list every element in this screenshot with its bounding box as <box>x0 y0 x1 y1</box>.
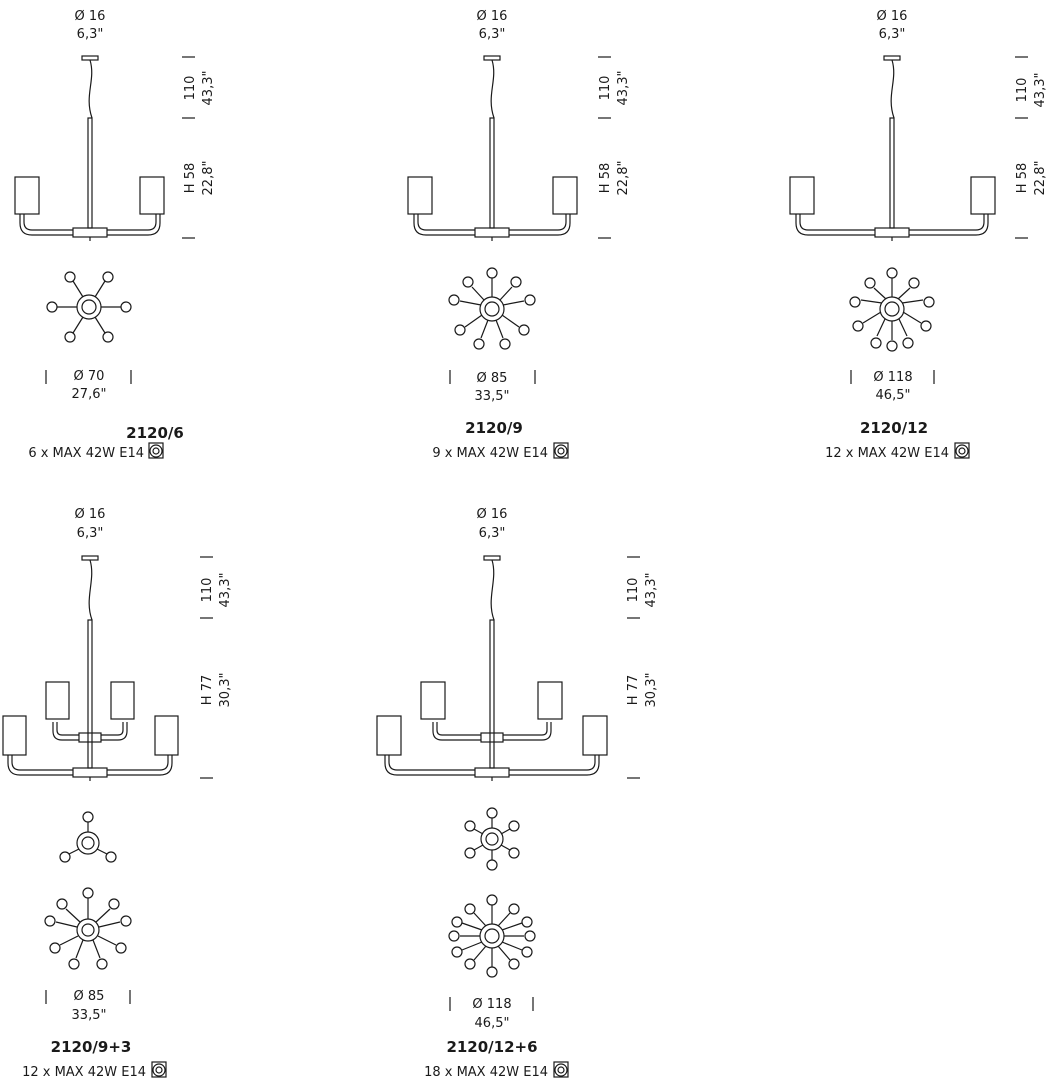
fixture-diameter-metric: Ø 118 <box>472 997 511 1012</box>
elevation-view <box>14 55 165 241</box>
canopy-diameter-imperial: 6,3" <box>77 27 104 42</box>
height-metric: H 77 <box>200 675 215 705</box>
bulb-socket-icon <box>954 442 970 459</box>
cable-length-imperial: 43,3" <box>644 573 659 608</box>
canopy-diameter-metric: Ø 16 <box>877 9 908 24</box>
cable-length-metric: 110 <box>200 578 215 603</box>
bulb-socket-icon <box>553 442 569 459</box>
cable-length-metric: 110 <box>598 76 613 101</box>
fixture-diameter-metric: Ø 85 <box>74 989 105 1004</box>
fixture-diameter-imperial: 33,5" <box>72 1008 107 1023</box>
model-number: 2120/9+3 <box>51 1038 132 1056</box>
variant-2120-9-3 <box>2 555 213 1004</box>
cable-length-metric: 110 <box>183 76 198 101</box>
height-metric: H 77 <box>626 675 641 705</box>
height-metric: H 58 <box>1015 163 1030 193</box>
cable-length-metric: 110 <box>1015 78 1030 103</box>
variant-2120-9 <box>407 55 611 384</box>
height-imperial: 22,8" <box>616 161 631 196</box>
plan-view-bottom-tier <box>448 894 536 978</box>
plan-view <box>46 271 132 343</box>
model-number: 2120/12+6 <box>446 1038 537 1056</box>
canopy-diameter-metric: Ø 16 <box>477 507 508 522</box>
variant-2120-12 <box>789 55 1028 384</box>
fixture-diameter-imperial: 46,5" <box>876 388 911 403</box>
fixture-diameter-metric: Ø 118 <box>873 370 912 385</box>
elevation-view <box>789 55 996 241</box>
fixture-diameter-metric: Ø 85 <box>477 371 508 386</box>
model-number: 2120/6 <box>126 424 184 442</box>
model-number: 2120/9 <box>465 419 523 437</box>
dimension-lines <box>449 556 640 1011</box>
lamp-spec: 18 x MAX 42W E14 <box>424 1065 548 1080</box>
plan-view <box>849 267 935 352</box>
fixture-diameter-metric: Ø 70 <box>74 369 105 384</box>
fixture-diameter-imperial: 33,5" <box>475 389 510 404</box>
dimension-lines <box>45 56 195 384</box>
fixture-diameter-imperial: 46,5" <box>475 1016 510 1031</box>
lamp-spec: 9 x MAX 42W E14 <box>432 446 548 461</box>
height-imperial: 22,8" <box>1033 161 1048 196</box>
elevation-view <box>2 555 179 781</box>
lamp-spec: 6 x MAX 42W E14 <box>28 446 144 461</box>
plan-view <box>448 267 536 350</box>
height-imperial: 30,3" <box>218 673 233 708</box>
model-number: 2120/12 <box>860 419 928 437</box>
cable-length-imperial: 43,3" <box>218 573 233 608</box>
plan-view-bottom-tier <box>44 887 132 970</box>
cable-length-imperial: 43,3" <box>616 71 631 106</box>
dimension-lines <box>850 56 1028 384</box>
canopy-diameter-metric: Ø 16 <box>75 9 106 24</box>
height-imperial: 30,3" <box>644 673 659 708</box>
elevation-view <box>407 55 578 241</box>
bulb-socket-icon <box>553 1061 569 1078</box>
elevation-view <box>376 555 608 781</box>
cable-length-imperial: 43,3" <box>1033 73 1048 108</box>
canopy-diameter-metric: Ø 16 <box>75 507 106 522</box>
cable-length-imperial: 43,3" <box>201 71 216 106</box>
canopy-diameter-metric: Ø 16 <box>477 9 508 24</box>
height-imperial: 22,8" <box>201 161 216 196</box>
canopy-diameter-imperial: 6,3" <box>77 526 104 541</box>
variant-2120-12-6 <box>376 555 640 1011</box>
bulb-socket-icon <box>151 1061 167 1078</box>
variant-2120-6 <box>14 55 195 384</box>
height-metric: H 58 <box>598 163 613 193</box>
dimension-lines <box>45 556 213 1004</box>
canopy-diameter-imperial: 6,3" <box>879 27 906 42</box>
bulb-socket-icon <box>148 442 164 459</box>
cable-length-metric: 110 <box>626 578 641 603</box>
plan-view-top-tier <box>59 811 117 863</box>
lamp-spec: 12 x MAX 42W E14 <box>22 1065 146 1080</box>
dimension-lines <box>449 56 611 384</box>
lamp-spec: 12 x MAX 42W E14 <box>825 446 949 461</box>
fixture-diameter-imperial: 27,6" <box>72 387 107 402</box>
plan-view-top-tier <box>464 807 520 871</box>
canopy-diameter-imperial: 6,3" <box>479 526 506 541</box>
height-metric: H 58 <box>183 163 198 193</box>
canopy-diameter-imperial: 6,3" <box>479 27 506 42</box>
